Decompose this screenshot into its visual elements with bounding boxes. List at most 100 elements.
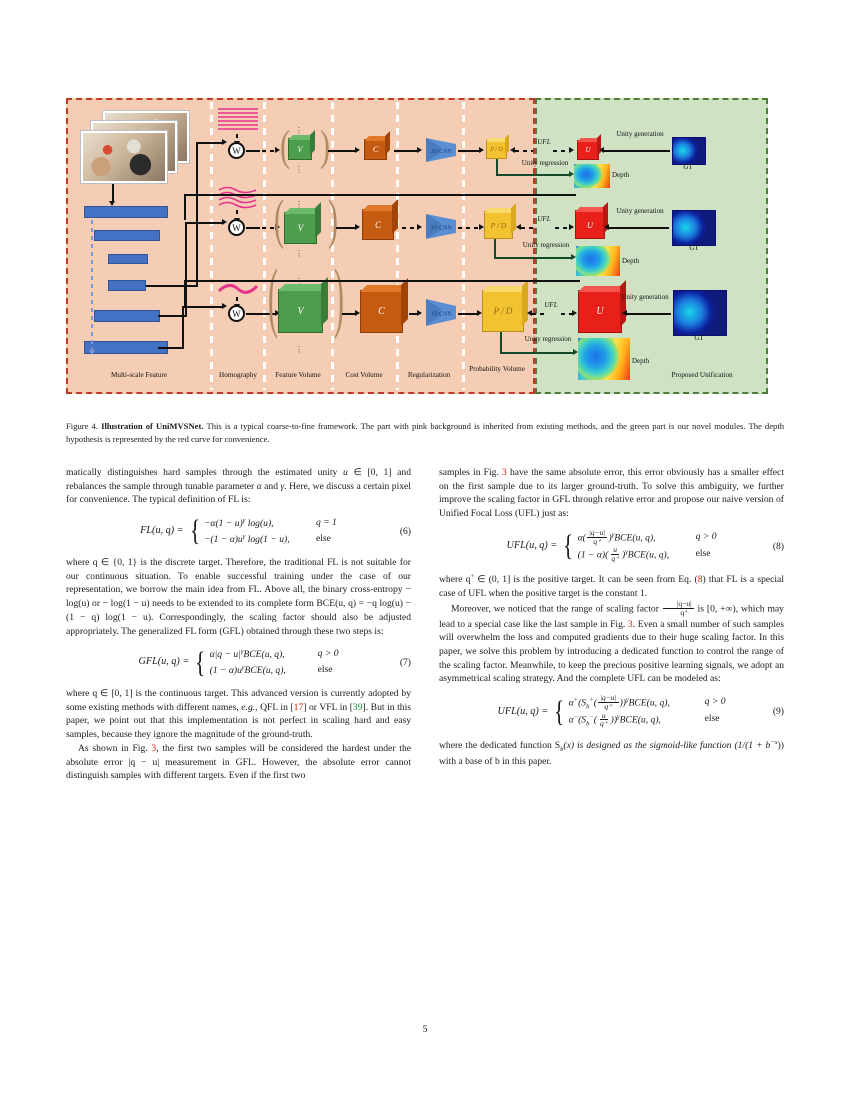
warp-node-3: W bbox=[228, 305, 245, 322]
eq6-lhs: FL(u, q) = bbox=[140, 525, 184, 537]
eq8-lhs: UFL(u, q) = bbox=[506, 540, 558, 552]
eq8c2cond: else bbox=[695, 547, 711, 559]
arrow-head-c1 bbox=[355, 146, 360, 153]
eq8c1exp: γ bbox=[611, 531, 615, 539]
volume-dots-top-1: ⋮ bbox=[295, 126, 303, 135]
cost-volume-box-2: C bbox=[362, 199, 398, 240]
right-paragraph-2: where q+ ∈ (0, 1] is the positive target… bbox=[439, 572, 784, 601]
curve-to-warp-3 bbox=[236, 297, 238, 305]
eq7c1x: γ bbox=[240, 648, 244, 656]
figref-3-right-2[interactable]: 3 bbox=[627, 618, 633, 630]
warp-to-volume-2a bbox=[246, 226, 260, 229]
feature-bar-5 bbox=[94, 310, 160, 322]
figref-3-left[interactable]: 3 bbox=[151, 742, 157, 754]
eq7c1c: q > 0 bbox=[317, 648, 339, 660]
warp-to-volume-2b bbox=[262, 226, 276, 229]
eq8c2den: q⁺ bbox=[611, 553, 620, 563]
rp3a: Moreover, we noticed that the range of s… bbox=[451, 603, 662, 615]
figref-3-right[interactable]: 3 bbox=[502, 467, 507, 478]
feature-flow-dashed bbox=[91, 220, 93, 352]
eq8c2post: ) bbox=[622, 549, 626, 561]
eq9c2a: α bbox=[568, 714, 574, 726]
volume-dots-bottom-2: ⋮ bbox=[295, 249, 303, 258]
lp1c: and bbox=[261, 480, 281, 492]
gt-colormap-3 bbox=[673, 290, 727, 336]
lp4b: , the first two samples will be consider… bbox=[66, 742, 411, 782]
right-paragraph-4: where the dedicated function Sb(x) is de… bbox=[439, 738, 784, 768]
eq6c2e2: log(1 − u), bbox=[245, 533, 290, 545]
rp3b: is [0, +∞), which may lead to a special … bbox=[439, 603, 784, 630]
eq6c2c: else bbox=[315, 532, 331, 544]
equation-7: GFL(u, q) = { α|q − u|γBCE(u, q), q > 0 … bbox=[66, 647, 411, 678]
eq9-lhs: UFL(u, q) = bbox=[497, 705, 549, 717]
figure-column-label-3: Cost Volume bbox=[345, 371, 383, 379]
eq8c2pre: (1 − α)( bbox=[577, 549, 609, 561]
figure-column-label-4: Regularization bbox=[407, 371, 451, 379]
gt-colormap-1 bbox=[672, 137, 706, 165]
lp3eg: e.g. bbox=[241, 701, 256, 713]
eq9c2sup: − bbox=[573, 713, 579, 721]
input-image-stack bbox=[80, 110, 198, 184]
caption-bold: Illustration of UniMVSNet. bbox=[101, 421, 204, 431]
eqref-8[interactable]: 8 bbox=[697, 574, 703, 586]
arrow-head-depth1 bbox=[569, 171, 574, 178]
warp-to-volume-1b bbox=[262, 149, 276, 152]
feature-bar-2 bbox=[94, 230, 160, 241]
warp-to-volume-3 bbox=[246, 312, 276, 315]
rp1a: samples in Fig. bbox=[439, 467, 502, 478]
right-paragraph-3: Moreover, we noticed that the range of s… bbox=[439, 600, 784, 686]
citation-17[interactable]: 17 bbox=[293, 701, 304, 713]
reg-to-prob-1 bbox=[458, 149, 480, 152]
eq7c1e: α|q − u| bbox=[209, 649, 241, 661]
eq9c1c: ( bbox=[593, 697, 597, 709]
figure-caption: Figure 4. Illustration of UniMVSNet. Thi… bbox=[66, 420, 784, 445]
eq9c1sup: + bbox=[573, 696, 579, 704]
eq8c1bce: BCE(u, q), bbox=[614, 532, 656, 544]
arrow-head-down-dashed bbox=[88, 350, 95, 355]
arrow-head-r3 bbox=[417, 309, 422, 316]
figure-4: W W W ( ) ⋮ ⋮ V ( ) ⋮ ⋮ V ( bbox=[66, 98, 768, 394]
gt-label-2: GT bbox=[689, 244, 699, 252]
lp1alpha: α bbox=[256, 480, 262, 492]
arrow-head-right-1 bbox=[222, 139, 227, 145]
eq6c2e: −(1 − α)u bbox=[203, 533, 243, 545]
eq6-brace: { bbox=[189, 514, 200, 548]
arrow-head-ufl-l1 bbox=[510, 146, 515, 153]
feature-bar-6 bbox=[84, 341, 168, 354]
rp4c: )) with a base of b in this paper. bbox=[439, 740, 784, 767]
lp3a: where q ∈ [0, 1] is the continuous targe… bbox=[66, 687, 411, 713]
feature-bar-3 bbox=[108, 254, 148, 264]
warp-node-1: W bbox=[228, 142, 245, 159]
eq6c1x: γ bbox=[242, 517, 246, 525]
figure-column-label-0: Multi-scale Feature bbox=[110, 371, 168, 379]
lp1gamma: γ bbox=[280, 480, 285, 492]
volume-dots-top-2: ⋮ bbox=[295, 200, 303, 209]
eq9c1cond: q > 0 bbox=[704, 696, 726, 708]
probability-volume-label-3: P / D bbox=[482, 290, 524, 332]
feature-volume-label-2: V bbox=[284, 212, 317, 244]
eq8c1post: ) bbox=[608, 532, 612, 544]
eq9c1den: q⁺ bbox=[604, 702, 613, 712]
unity-label-3: U bbox=[578, 290, 622, 333]
route-line-1c bbox=[196, 142, 224, 144]
feedback-line-2 bbox=[184, 280, 580, 282]
cost-to-reg-3 bbox=[409, 312, 418, 315]
route-line-3b bbox=[182, 306, 184, 349]
arrow-images-to-features bbox=[112, 184, 114, 202]
warp-to-volume-1a bbox=[246, 149, 260, 152]
arrow-head-depth3 bbox=[573, 349, 578, 356]
eq9c1d: )) bbox=[619, 697, 626, 709]
cost-to-reg-1 bbox=[394, 149, 418, 152]
feature-volume-box-1: V bbox=[288, 130, 315, 160]
volume-to-cost-1 bbox=[328, 149, 356, 152]
cost-volume-box-3: C bbox=[360, 278, 408, 333]
citation-39[interactable]: 39 bbox=[352, 701, 363, 713]
depth-colormap-3 bbox=[578, 338, 630, 380]
rp4sup: −x bbox=[770, 739, 778, 747]
figure-separator-2 bbox=[263, 102, 266, 390]
figure-column-label-2: Feature Volume bbox=[275, 371, 321, 379]
eq9c2num: u bbox=[599, 710, 608, 721]
arrow-head-ufl-r3 bbox=[572, 309, 577, 316]
ufl-label-2: UFL bbox=[537, 215, 551, 223]
